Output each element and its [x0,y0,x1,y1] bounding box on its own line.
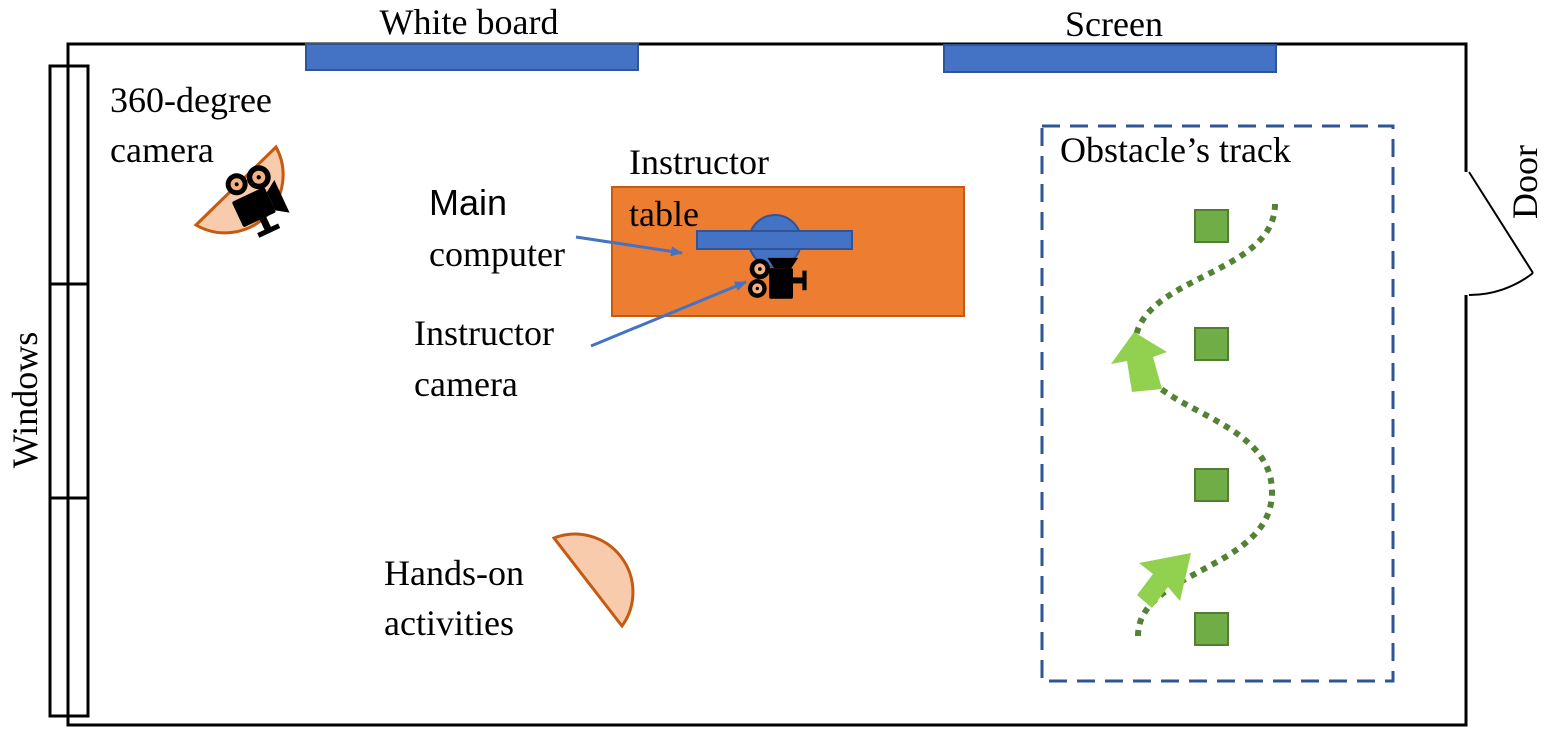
screen-label: Screen [1065,4,1163,44]
hands-on-label-line2: activities [384,603,514,643]
instructor-camera-label-line2: camera [414,364,518,404]
obstacle-marker [1194,327,1229,361]
windows-label: Windows [5,332,45,469]
main-computer [696,230,853,250]
instructor-table-label-line1: Instructor [629,142,769,182]
white-board-label: White board [380,2,559,42]
main-computer-label-line1: Main [429,182,507,223]
weaving-path [1131,203,1278,637]
direction-arrow [1137,553,1191,608]
obstacle-marker [1194,612,1229,646]
instructor-camera-pointer [590,280,747,348]
door [1463,171,1534,297]
hands-on-zone [551,532,635,629]
obstacle-marker [1194,468,1229,502]
main-computer-pointer [575,235,683,257]
instructor-camera-label-line1: Instructor [414,313,554,353]
screen [943,44,1277,73]
main-computer-label-line2: computer [429,234,565,274]
obstacle-track-area [1040,124,1395,683]
white-board [305,43,639,71]
instructor-table-label-line2: table [629,194,699,234]
camera-360-label-line2: camera [110,130,214,170]
direction-arrow [1111,332,1167,392]
windows-frame [48,64,90,718]
door-label: Door [1505,145,1545,219]
obstacle-marker [1194,209,1229,243]
obstacle-track-label: Obstacle’s track [1060,130,1291,170]
camera-360-label-line1: 360-degree [110,80,272,120]
hands-on-label-line1: Hands-on [384,553,524,593]
